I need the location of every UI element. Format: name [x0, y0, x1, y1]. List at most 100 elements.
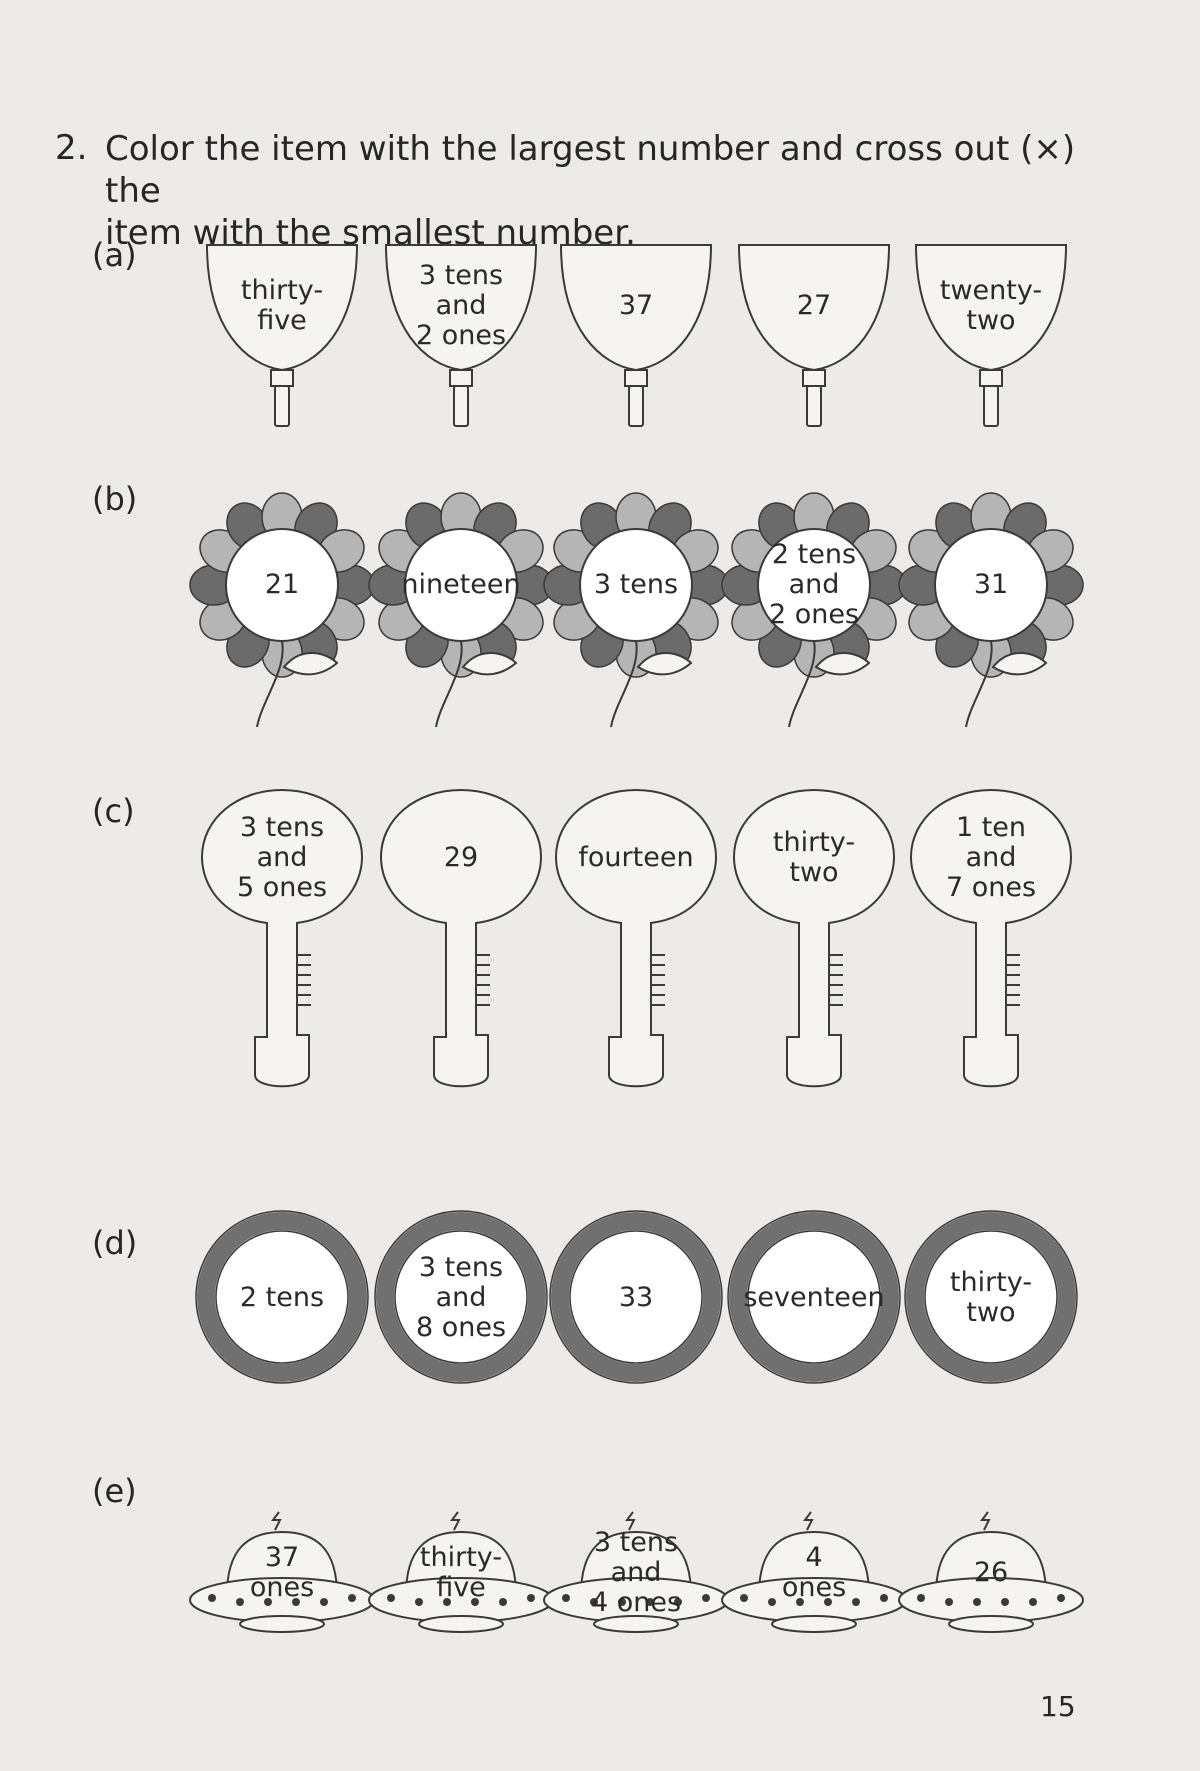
item-number-label: 3 tens: [574, 523, 698, 647]
ufo-item[interactable]: 26: [896, 1490, 1086, 1640]
item-number-label: thirty-five: [411, 1538, 511, 1608]
item-number-label: fourteen: [566, 799, 706, 917]
ring-icon: [903, 1210, 1078, 1384]
flower-item[interactable]: nineteen: [368, 492, 554, 735]
item-number-label: 21: [220, 523, 344, 647]
flower-item[interactable]: 3 tens: [543, 492, 729, 735]
ring-item[interactable]: thirty-two: [903, 1210, 1079, 1385]
key-item[interactable]: fourteen: [551, 785, 721, 1105]
item-label-line: 3 tens: [418, 1251, 504, 1283]
item-label-line: nineteen: [401, 569, 521, 600]
item-label-line: 33: [618, 1281, 654, 1313]
flower-icon: [721, 492, 907, 728]
question-prompt: Color the item with the largest number a…: [105, 128, 1115, 254]
item-label-line: and: [788, 569, 840, 600]
ring-item[interactable]: 33: [548, 1210, 724, 1385]
key-item[interactable]: 29: [376, 785, 546, 1105]
item-number-label: thirty-five: [217, 258, 347, 353]
cup-icon: [384, 244, 538, 427]
ufo-icon: [721, 1511, 907, 1633]
item-label-line: thirty-: [240, 274, 324, 306]
ufo-icon: [368, 1511, 554, 1633]
question-line-2: item with the smallest number.: [105, 213, 636, 253]
flower-item[interactable]: 31: [898, 492, 1084, 735]
item-label-line: thirty-: [949, 1266, 1033, 1298]
item-label-line: 1 ten: [955, 812, 1027, 843]
key-icon: [909, 788, 1073, 1088]
item-label-line: five: [436, 1572, 486, 1603]
cup-icon: [737, 244, 891, 427]
item-label-line: and: [435, 1281, 487, 1313]
item-number-label: 31: [929, 523, 1053, 647]
question-line-1: Color the item with the largest number a…: [105, 129, 1076, 211]
item-number-label: twenty-two: [926, 258, 1056, 353]
item-number-label: 33: [579, 1240, 694, 1355]
item-label-line: ones: [781, 1572, 847, 1603]
item-label-line: 8 ones: [415, 1311, 507, 1343]
ufo-icon: [189, 1511, 375, 1633]
key-icon: [732, 788, 896, 1088]
ring-item[interactable]: 2 tens: [194, 1210, 370, 1385]
part-e-label: (e): [92, 1472, 137, 1510]
item-label-line: 27: [796, 289, 832, 321]
item-label-line: two: [789, 857, 839, 888]
page-number: 15: [1040, 1690, 1076, 1723]
item-number-label: 27: [749, 258, 879, 353]
item-label-line: 4: [805, 1542, 823, 1573]
cup-item[interactable]: thirty-five: [197, 240, 367, 430]
item-label-line: 3 tens: [418, 259, 504, 291]
item-label-line: seventeen: [743, 1281, 885, 1313]
cup-item[interactable]: 37: [551, 240, 721, 430]
flower-item[interactable]: 21: [189, 492, 375, 735]
item-number-label: thirty-two: [934, 1240, 1049, 1355]
item-label-line: 7 ones: [945, 872, 1037, 903]
item-number-label: 26: [941, 1538, 1041, 1608]
item-number-label: seventeen: [743, 1240, 884, 1355]
cup-item[interactable]: twenty-two: [906, 240, 1076, 430]
key-icon: [554, 788, 718, 1088]
item-label-line: 21: [264, 569, 300, 600]
key-item[interactable]: thirty-two: [729, 785, 899, 1105]
item-number-label: nineteen: [399, 523, 523, 647]
part-d-label: (d): [92, 1224, 138, 1262]
flower-icon: [543, 492, 729, 728]
item-label-line: thirty-: [419, 1542, 503, 1573]
item-label-line: 37: [264, 1542, 300, 1573]
item-label-line: and: [435, 289, 487, 321]
part-b-label: (b): [92, 480, 138, 518]
item-label-line: ones: [249, 1572, 315, 1603]
item-label-line: and: [965, 842, 1017, 873]
ring-icon: [194, 1210, 369, 1384]
item-label-line: thirty-: [772, 827, 856, 858]
cup-item[interactable]: 27: [729, 240, 899, 430]
item-number-label: 2 tens: [225, 1240, 340, 1355]
part-c-label: (c): [92, 792, 135, 830]
cup-icon: [559, 244, 713, 427]
item-label-line: 3 tens: [593, 569, 679, 600]
question-number: 2.: [55, 128, 88, 168]
ring-icon: [548, 1210, 723, 1384]
ring-icon: [373, 1210, 548, 1384]
item-label-line: 37: [618, 289, 654, 321]
item-label-line: two: [966, 304, 1016, 336]
ufo-item[interactable]: thirty-five: [366, 1490, 556, 1640]
item-number-label: thirty-two: [744, 799, 884, 917]
flower-icon: [189, 492, 375, 728]
ring-item[interactable]: seventeen: [726, 1210, 902, 1385]
flower-icon: [898, 492, 1084, 728]
